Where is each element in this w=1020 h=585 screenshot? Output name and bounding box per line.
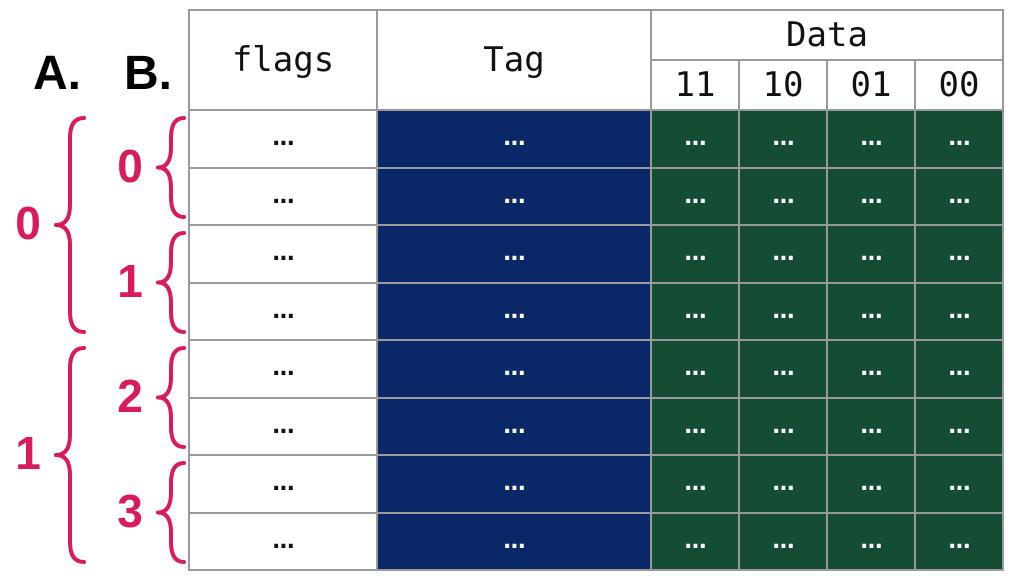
brace-layer <box>54 116 186 564</box>
data-cell: ... <box>650 166 740 226</box>
tag-header: Tag <box>376 9 652 111</box>
table-row: .................. <box>188 109 1004 169</box>
data-cell: ... <box>826 166 916 226</box>
data-cell: ... <box>738 339 828 399</box>
data-cell: ... <box>738 166 828 226</box>
data-cell: ... <box>826 511 916 571</box>
data-cell: ... <box>650 339 740 399</box>
table-row: .................. <box>188 224 1004 284</box>
table-row: .................. <box>188 396 1004 456</box>
data-cell: ... <box>826 454 916 514</box>
data-column-header: 10 <box>738 59 828 111</box>
data-cell: ... <box>738 396 828 456</box>
group-a-label: 1 <box>15 427 41 479</box>
group-a-label: 0 <box>15 197 41 249</box>
data-cell: ... <box>914 511 1004 571</box>
flags-cell: ... <box>188 224 378 284</box>
group-b-label: 0 <box>117 139 143 192</box>
data-cell: ... <box>650 224 740 284</box>
data-header: Data <box>650 9 1004 61</box>
flags-cell: ... <box>188 166 378 226</box>
data-cell: ... <box>914 339 1004 399</box>
group-b-label: 2 <box>117 369 143 422</box>
group-b-brace <box>156 231 186 334</box>
data-cell: ... <box>914 454 1004 514</box>
data-column-header: 11 <box>650 59 740 111</box>
data-column-header: 00 <box>914 59 1004 111</box>
group-b-brace <box>156 116 186 219</box>
data-cell: ... <box>826 109 916 169</box>
flags-cell: ... <box>188 396 378 456</box>
tag-cell: ... <box>376 224 652 284</box>
flags-cell: ... <box>188 454 378 514</box>
data-cell: ... <box>650 454 740 514</box>
data-cell: ... <box>738 224 828 284</box>
data-cell: ... <box>738 281 828 341</box>
data-cell: ... <box>650 281 740 341</box>
tag-cell: ... <box>376 511 652 571</box>
data-cell: ... <box>826 396 916 456</box>
data-cell: ... <box>914 281 1004 341</box>
tag-cell: ... <box>376 396 652 456</box>
data-cell: ... <box>826 224 916 284</box>
data-cell: ... <box>826 281 916 341</box>
flags-cell: ... <box>188 281 378 341</box>
table-row: .................. <box>188 511 1004 571</box>
data-cell: ... <box>650 511 740 571</box>
table-row: .................. <box>188 339 1004 399</box>
group-b-label: 3 <box>117 484 143 537</box>
flags-cell: ... <box>188 511 378 571</box>
tag-cell: ... <box>376 339 652 399</box>
table-body: ........................................… <box>188 109 1004 571</box>
flags-header: flags <box>188 9 378 111</box>
table-row: .................. <box>188 166 1004 226</box>
label-a: A. <box>33 47 81 100</box>
tag-cell: ... <box>376 454 652 514</box>
tag-cell: ... <box>376 166 652 226</box>
data-cell: ... <box>826 339 916 399</box>
group-a-brace <box>54 346 86 564</box>
tag-cell: ... <box>376 109 652 169</box>
data-cell: ... <box>914 109 1004 169</box>
flags-cell: ... <box>188 339 378 399</box>
data-cell: ... <box>738 511 828 571</box>
data-cell: ... <box>738 454 828 514</box>
group-b-brace <box>156 346 186 449</box>
cache-table: flags Tag Data 11 10 01 00 .............… <box>188 9 1004 571</box>
data-cell: ... <box>650 109 740 169</box>
data-cell: ... <box>650 396 740 456</box>
data-cell: ... <box>914 224 1004 284</box>
data-cell: ... <box>914 396 1004 456</box>
table-row: .................. <box>188 454 1004 514</box>
data-column-header: 01 <box>826 59 916 111</box>
data-cell: ... <box>738 109 828 169</box>
tag-cell: ... <box>376 281 652 341</box>
label-b: B. <box>124 47 172 100</box>
table-row: .................. <box>188 281 1004 341</box>
data-cell: ... <box>914 166 1004 226</box>
group-b-label: 1 <box>117 254 143 307</box>
flags-cell: ... <box>188 109 378 169</box>
group-b-brace <box>156 461 186 564</box>
group-a-brace <box>54 116 86 334</box>
